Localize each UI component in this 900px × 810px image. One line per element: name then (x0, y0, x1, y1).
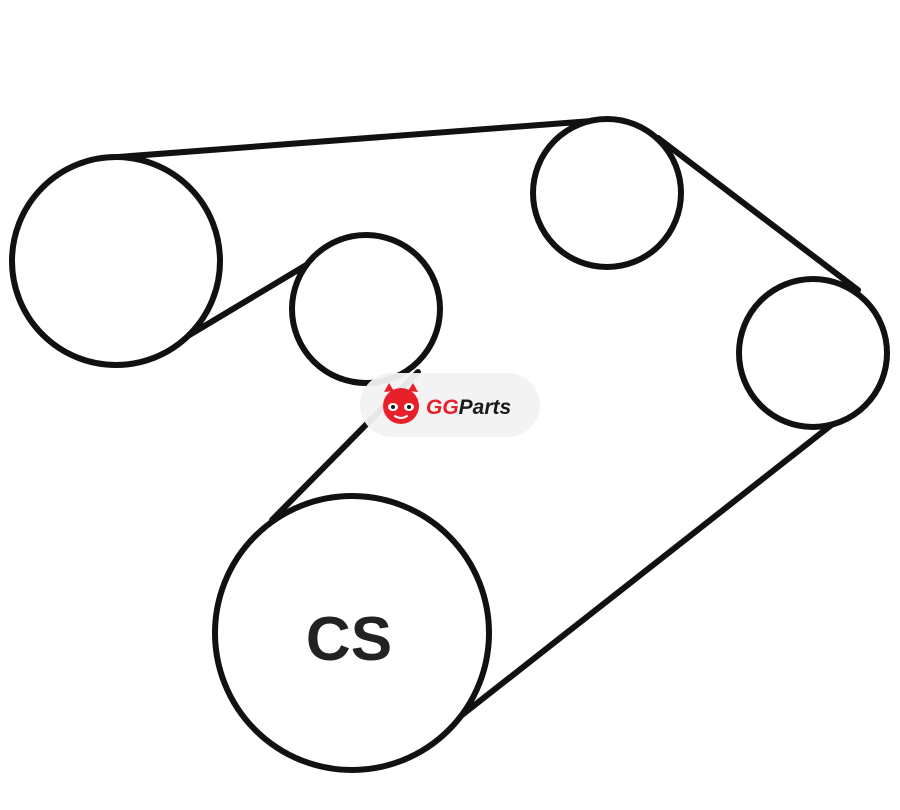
pulley-upper-left (9, 154, 223, 368)
mascot-face-icon (383, 383, 419, 424)
belt (115, 117, 861, 729)
pulley-right (736, 276, 890, 430)
belt-segment-top-right (655, 135, 861, 293)
svg-text:GGParts: GGParts (426, 396, 511, 419)
pulley-crankshaft (212, 493, 492, 773)
watermark-brand-first: GG (426, 396, 459, 419)
watermark: GGParts (360, 373, 540, 437)
watermark-brand-second: Parts (459, 396, 512, 419)
belt-segment-top (115, 117, 608, 160)
pulley-top-right (530, 116, 684, 270)
crankshaft-label: CS (306, 605, 392, 674)
belt-segment-right-lower (445, 405, 856, 729)
belt-segment-upper-left-idler (173, 255, 321, 346)
pulley-idler-small (289, 232, 443, 386)
